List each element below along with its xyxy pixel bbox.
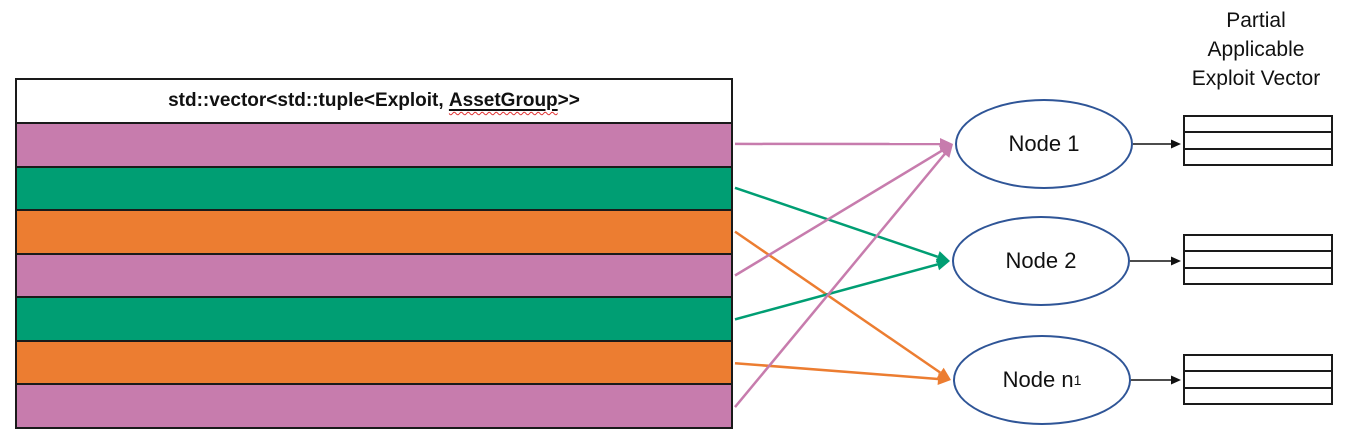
node-n1-label: Node n	[1002, 367, 1074, 392]
output-vector-cell	[1185, 236, 1331, 253]
node-2-label: Node 2	[1005, 248, 1077, 273]
vector-row-4-pink	[17, 254, 731, 299]
connection-arrow-row4-to-node-1	[734, 144, 953, 277]
vector-row-6-orange	[17, 341, 731, 386]
connection-arrow-row7-to-node-1	[734, 144, 953, 408]
vector-row-7-pink	[17, 385, 731, 428]
output-vector-cell	[1185, 356, 1331, 373]
output-vector-cell	[1185, 372, 1331, 389]
vector-title: std::vector<std::tuple<Exploit, AssetGro…	[17, 80, 731, 124]
vector-row-2-green	[17, 167, 731, 212]
connection-arrow-row6-to-node-n1	[734, 361, 951, 385]
exploit-vector-block: std::vector<std::tuple<Exploit, AssetGro…	[15, 78, 733, 429]
vector-row-1-pink	[17, 124, 731, 168]
output-vector-cell	[1185, 269, 1331, 283]
vector-title-prefix: std::vector<std::tuple<Exploit,	[168, 90, 449, 111]
vector-row-3-orange	[17, 211, 731, 255]
output-caption: Partial Applicable Exploit Vector	[1156, 6, 1351, 93]
output-vector-cell	[1185, 389, 1331, 403]
node-1-label: Node 1	[1008, 131, 1080, 156]
connection-arrow-row2-to-node-2	[734, 186, 950, 263]
connection-arrow-row3-to-node-n1	[734, 230, 951, 380]
node-to-table-arrow-2	[1130, 256, 1181, 266]
partial-exploit-vector-table-3	[1183, 354, 1333, 405]
node-1-ellipse: Node 1	[955, 99, 1133, 189]
output-caption-line-3: Exploit Vector	[1191, 67, 1321, 90]
output-caption-line-2: Applicable	[1207, 38, 1305, 61]
connection-arrow-row5-to-node-2	[734, 258, 950, 321]
output-vector-cell	[1185, 117, 1331, 134]
output-caption-line-1: Partial	[1226, 9, 1286, 32]
connection-arrow-row1-to-node-1	[734, 137, 953, 150]
node-to-table-arrow-1	[1133, 139, 1181, 149]
partial-exploit-vector-table-2	[1183, 234, 1333, 285]
vector-rows	[17, 124, 731, 428]
vector-row-5-green	[17, 298, 731, 342]
vector-title-suffix: >>	[557, 90, 580, 111]
output-vector-cell	[1185, 133, 1331, 150]
partial-exploit-vector-table-1	[1183, 115, 1333, 166]
vector-title-misspelled-word: AssetGroup	[448, 90, 558, 111]
output-vector-cell	[1185, 150, 1331, 164]
output-vector-cell	[1185, 252, 1331, 269]
node-2-ellipse: Node 2	[952, 216, 1130, 306]
node-to-table-arrow-3	[1131, 375, 1181, 385]
